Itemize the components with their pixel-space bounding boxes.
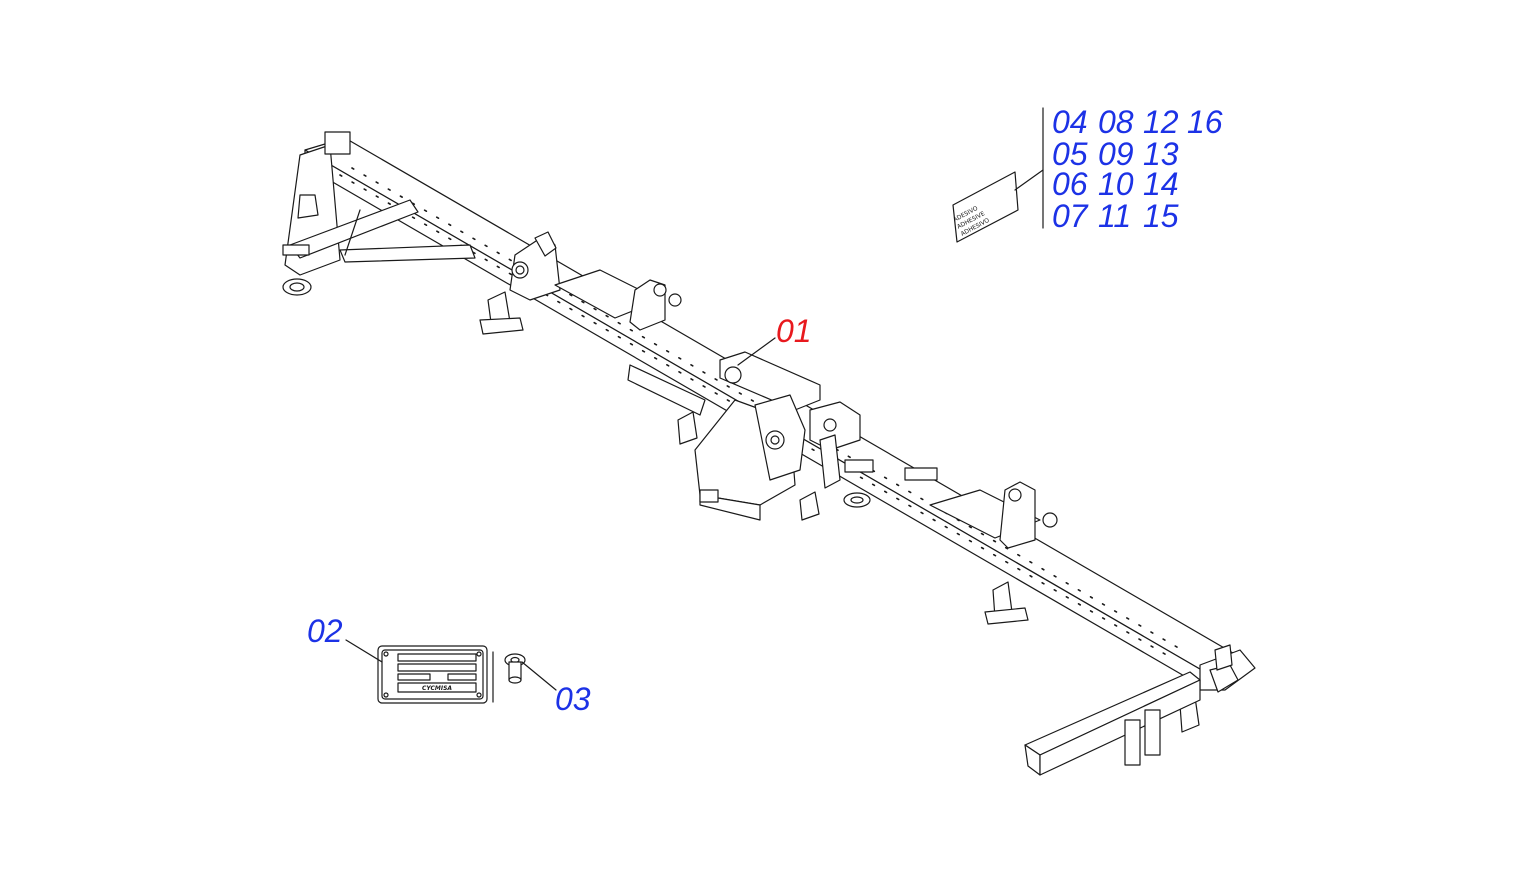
left-hitch-brace bbox=[339, 244, 476, 263]
support-feet bbox=[479, 291, 1200, 733]
callout-16[interactable]: 16 bbox=[1187, 104, 1223, 140]
right-mount-ears bbox=[999, 481, 1058, 549]
center-pivot-assembly bbox=[694, 351, 861, 521]
callout-01[interactable]: 01 bbox=[776, 313, 812, 349]
callout-10[interactable]: 10 bbox=[1098, 166, 1134, 202]
leader-02 bbox=[345, 639, 383, 663]
left-end-block bbox=[324, 131, 351, 155]
adhesive-sticker[interactable]: ADHESIVO ADHESIVE ADESIVO bbox=[952, 107, 1044, 243]
callout-12[interactable]: 12 bbox=[1143, 104, 1179, 140]
data-plate[interactable]: CYCMISA bbox=[345, 639, 494, 704]
center-hitch-eye bbox=[843, 459, 874, 508]
callout-02[interactable]: 02 bbox=[307, 613, 343, 649]
callout-05[interactable]: 05 bbox=[1052, 136, 1088, 172]
callout-13[interactable]: 13 bbox=[1143, 136, 1179, 172]
callout-03[interactable]: 03 bbox=[555, 681, 591, 717]
left-hitch-eye bbox=[282, 244, 312, 296]
beam-holes bbox=[339, 167, 1183, 658]
callout-08[interactable]: 08 bbox=[1098, 104, 1134, 140]
leader-03 bbox=[521, 661, 557, 691]
sticker-leader bbox=[1014, 169, 1044, 191]
right-clamp bbox=[904, 467, 938, 481]
upper-mount-ears bbox=[629, 279, 682, 331]
sticker-callouts: 04 08 12 16 05 09 13 06 10 14 07 11 15 bbox=[1052, 104, 1223, 234]
callout-09[interactable]: 09 bbox=[1098, 136, 1134, 172]
callout-14[interactable]: 14 bbox=[1143, 166, 1179, 202]
leader-01 bbox=[737, 337, 776, 366]
callout-07[interactable]: 07 bbox=[1052, 198, 1089, 234]
callout-04[interactable]: 04 bbox=[1052, 104, 1088, 140]
rivet[interactable] bbox=[504, 653, 557, 691]
left-leg bbox=[297, 194, 319, 219]
callout-06[interactable]: 06 bbox=[1052, 166, 1088, 202]
callout-15[interactable]: 15 bbox=[1143, 198, 1179, 234]
plate-inner bbox=[381, 649, 484, 700]
lower-strut bbox=[627, 364, 706, 416]
plate-outline bbox=[377, 645, 488, 704]
sticker-outline bbox=[952, 171, 1019, 243]
left-bracket bbox=[509, 231, 561, 301]
plate-brand: CYCMISA bbox=[422, 685, 452, 692]
frame-assembly[interactable] bbox=[282, 131, 1256, 776]
callout-11[interactable]: 11 bbox=[1098, 198, 1131, 234]
right-end-assembly bbox=[1024, 644, 1256, 776]
